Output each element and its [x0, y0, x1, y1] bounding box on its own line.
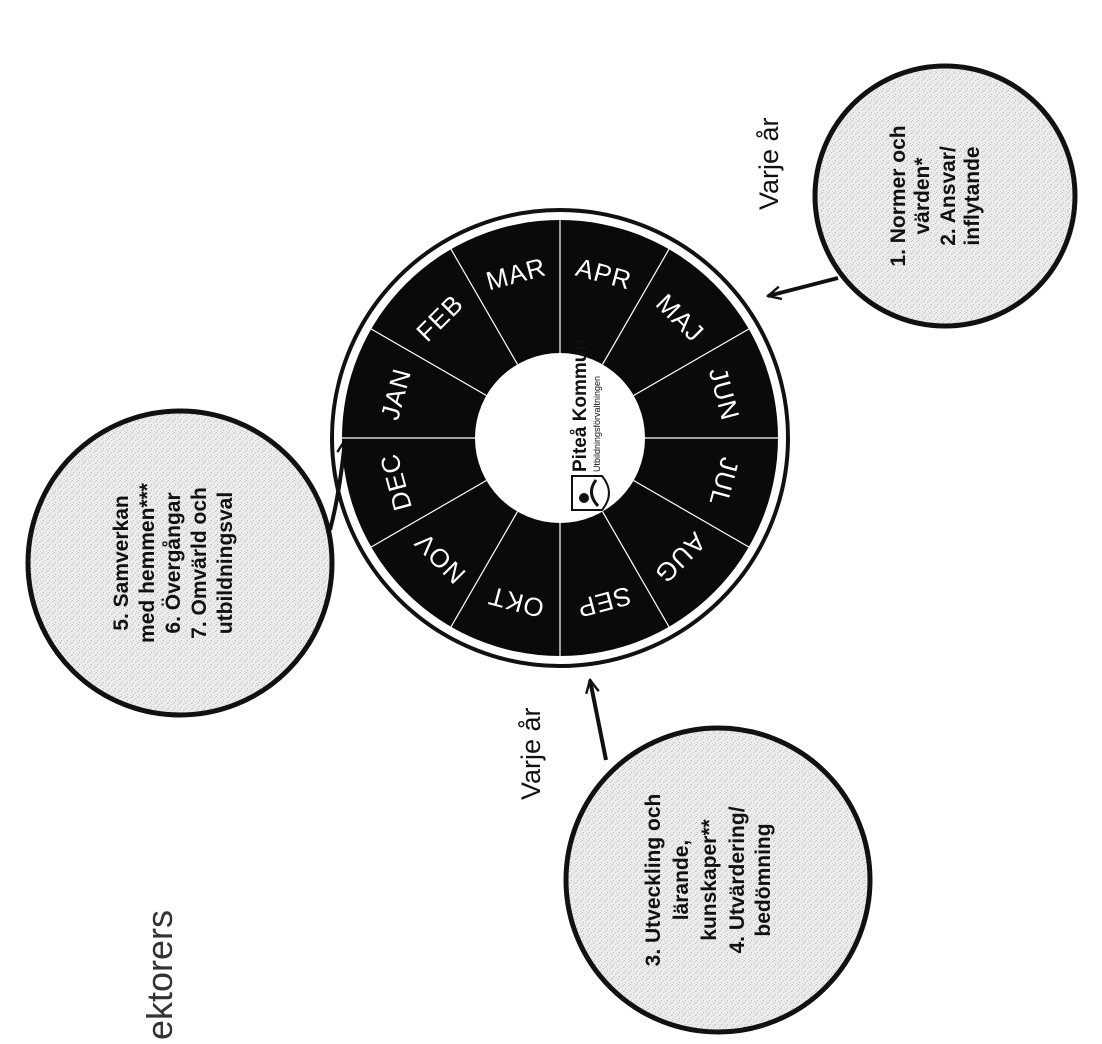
- circle-left: 5. Samverkan med hemmen*** 6. Övergångar…: [25, 408, 335, 718]
- circle-bottom-line-1: 3. Utveckling och: [642, 794, 665, 967]
- circle-bottom-line-3: kunskaper**: [698, 818, 721, 940]
- wheel-divider: [450, 511, 519, 628]
- wheel-divider: [370, 328, 487, 397]
- circle-left-line-5: utbildningsval: [214, 492, 237, 634]
- circle-bottom: 3. Utveckling och lärande, kunskaper** 4…: [563, 725, 873, 1035]
- wheel-divider: [633, 328, 750, 397]
- circle-right-line-4: inflytande: [961, 146, 984, 245]
- wheel-divider: [601, 248, 670, 365]
- circle-bottom-line-2: lärande,: [670, 840, 693, 921]
- label-varje-ar-bottom: Varje år: [516, 707, 546, 800]
- logo-subtitle: Utbildningsförvaltningen: [592, 376, 602, 472]
- circle-right: 1. Normer och värden* 2. Ansvar/ inflyta…: [812, 63, 1078, 329]
- wheel-divider: [370, 479, 487, 548]
- logo-name: Piteå Kommun: [570, 339, 591, 472]
- wheel-center: [475, 353, 645, 523]
- arrow-right-circle: [768, 276, 839, 296]
- wheel-divider: [601, 511, 670, 628]
- kommun-logo: Piteå Kommun Utbildningsförvaltningen: [570, 339, 610, 511]
- circle-right-line-3: 2. Ansvar/: [937, 146, 960, 246]
- circle-right-line-1: 1. Normer och: [887, 125, 910, 266]
- circle-left-line-4: 7. Omvärld och: [188, 487, 211, 639]
- circle-bottom-line-4: 4. Utvärdering/: [726, 806, 749, 953]
- wheel-divider: [450, 248, 519, 365]
- circle-bottom-line-5: bedömning: [752, 823, 775, 936]
- title-fragment: ektorers: [139, 910, 180, 1040]
- circle-left-line-1: 5. Samverkan: [110, 495, 133, 630]
- circle-left-line-3: 6. Övergångar: [162, 492, 185, 633]
- circle-left-line-2: med hemmen***: [136, 482, 159, 643]
- wheel-divider: [633, 479, 750, 548]
- label-varje-ar-right: Varje år: [754, 117, 784, 210]
- wheel-outer-ring: [330, 208, 790, 668]
- circle-right-line-2: värden*: [911, 157, 934, 235]
- arrow-bottom-circle: [590, 680, 608, 761]
